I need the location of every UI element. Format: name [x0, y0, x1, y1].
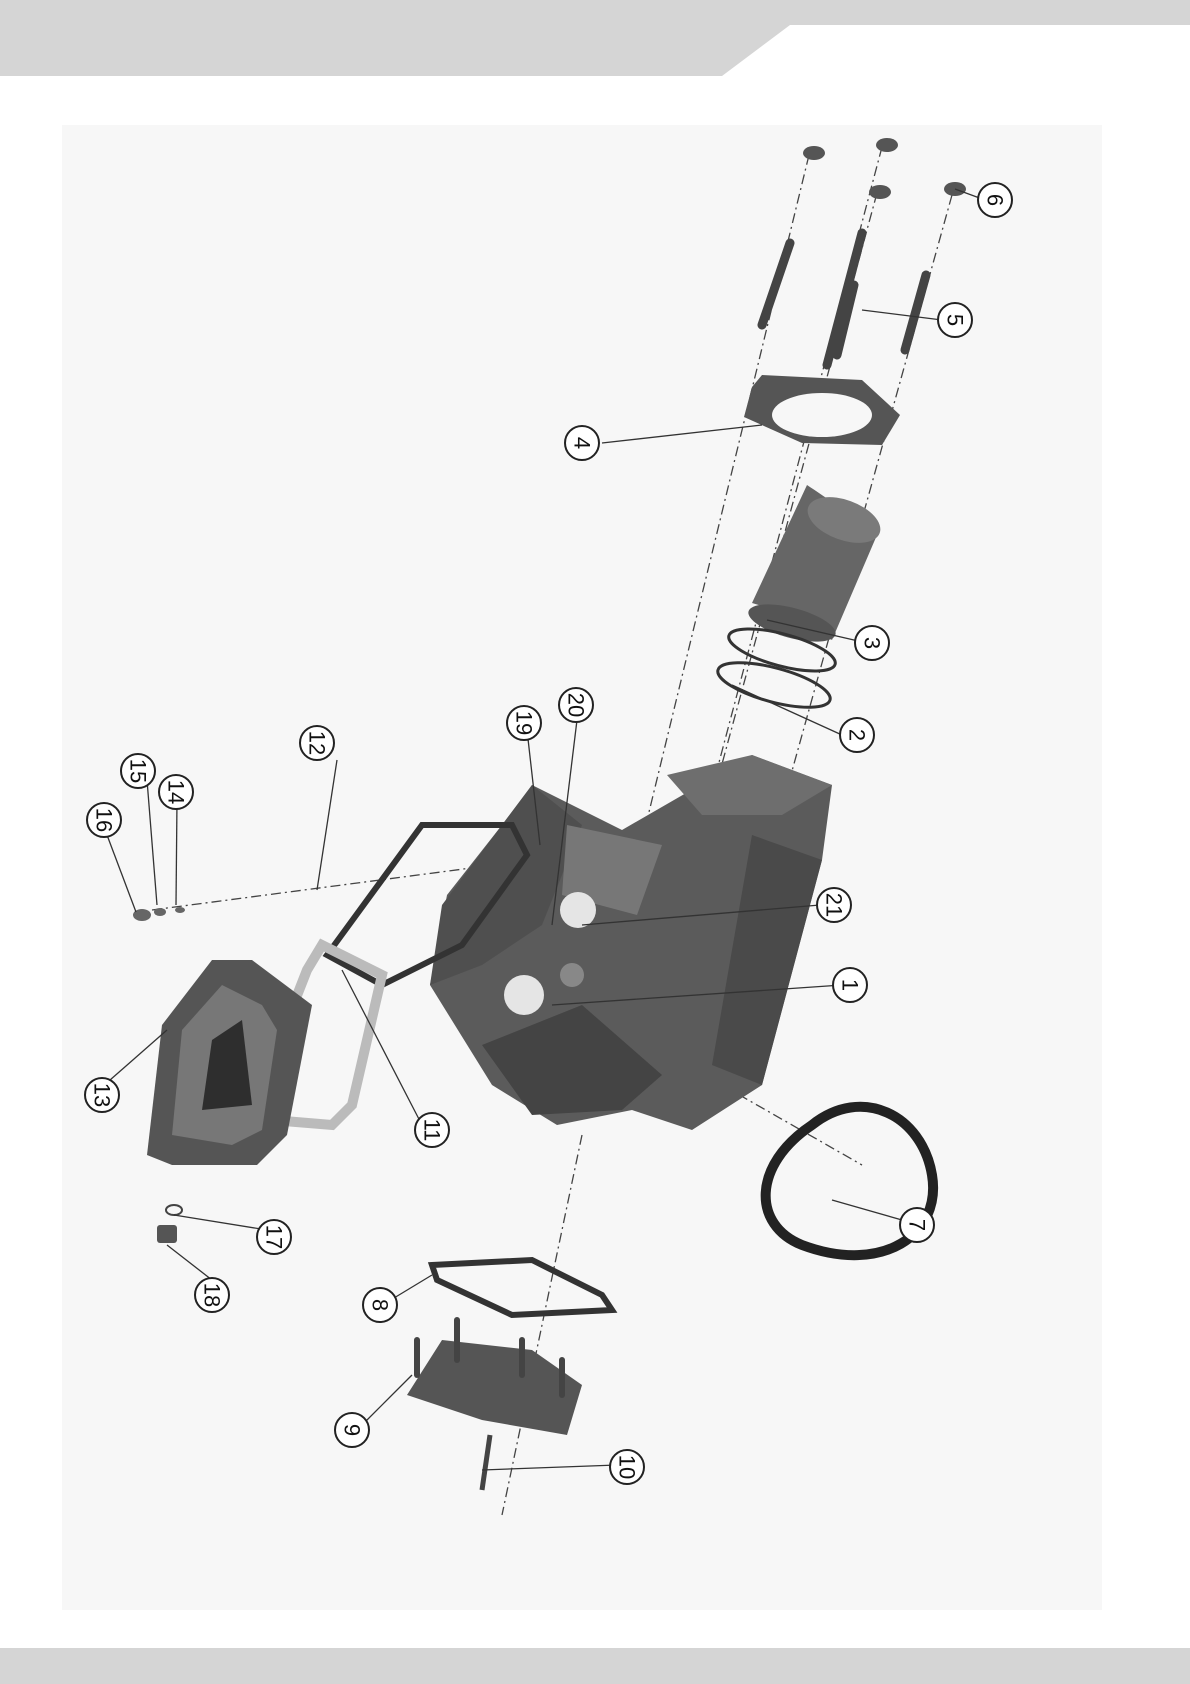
callout-2: 2 — [840, 718, 874, 752]
callout-16: 16 — [87, 803, 121, 837]
callout-label: 10 — [615, 1455, 640, 1479]
cylinder-liner — [745, 485, 887, 649]
callout-label: 4 — [570, 437, 595, 449]
callout-label: 7 — [905, 1219, 930, 1231]
callout-label: 16 — [92, 808, 117, 832]
axis-line — [502, 1135, 582, 1515]
callout-label: 11 — [420, 1119, 445, 1142]
callout-15: 15 — [121, 754, 155, 788]
callout-13: 13 — [85, 1078, 119, 1112]
callout-14: 14 — [159, 775, 193, 809]
callout-label: 12 — [305, 731, 330, 755]
nut-caps — [803, 138, 966, 199]
callout-label: 6 — [983, 194, 1008, 206]
drain-plug — [157, 1205, 182, 1243]
callout-17: 17 — [257, 1220, 291, 1254]
bottom-cover — [407, 1320, 582, 1490]
callout-label: 8 — [368, 1299, 393, 1311]
callout-label: 21 — [822, 893, 847, 917]
callout-1: 1 — [833, 968, 867, 1002]
side-cover — [147, 960, 312, 1165]
callout-10: 10 — [610, 1450, 644, 1484]
callout-3: 3 — [855, 626, 889, 660]
callout-18: 18 — [195, 1278, 229, 1312]
small-fasteners — [133, 907, 185, 921]
head-gasket — [744, 375, 900, 445]
callout-11: 11 — [415, 1113, 449, 1147]
callout-label: 15 — [126, 759, 151, 783]
callout-label: 18 — [200, 1283, 225, 1307]
callout-label: 14 — [164, 780, 189, 804]
bottom-gasket — [432, 1260, 612, 1315]
callout-label: 13 — [90, 1083, 115, 1107]
callout-19: 19 — [507, 706, 541, 740]
callout-7: 7 — [900, 1208, 934, 1242]
crankcase-block — [430, 755, 832, 1130]
callout-label: 20 — [564, 693, 589, 717]
callout-21: 21 — [817, 888, 851, 922]
callout-label: 2 — [845, 729, 870, 741]
callout-label: 3 — [860, 637, 885, 649]
callout-8: 8 — [363, 1288, 397, 1322]
callout-12: 12 — [300, 726, 334, 760]
footer-band — [0, 1648, 1190, 1684]
callout-label: 5 — [943, 314, 968, 326]
callout-9: 9 — [335, 1413, 369, 1447]
callout-6: 6 — [978, 183, 1012, 217]
callout-20: 20 — [559, 688, 593, 722]
studs — [762, 233, 926, 365]
callout-label: 9 — [340, 1424, 365, 1436]
callout-label: 19 — [512, 711, 537, 735]
callout-4: 4 — [565, 426, 599, 460]
callout-label: 1 — [838, 979, 863, 991]
header-band — [0, 0, 1190, 76]
callout-label: 17 — [262, 1225, 287, 1249]
callout-5: 5 — [938, 303, 972, 337]
